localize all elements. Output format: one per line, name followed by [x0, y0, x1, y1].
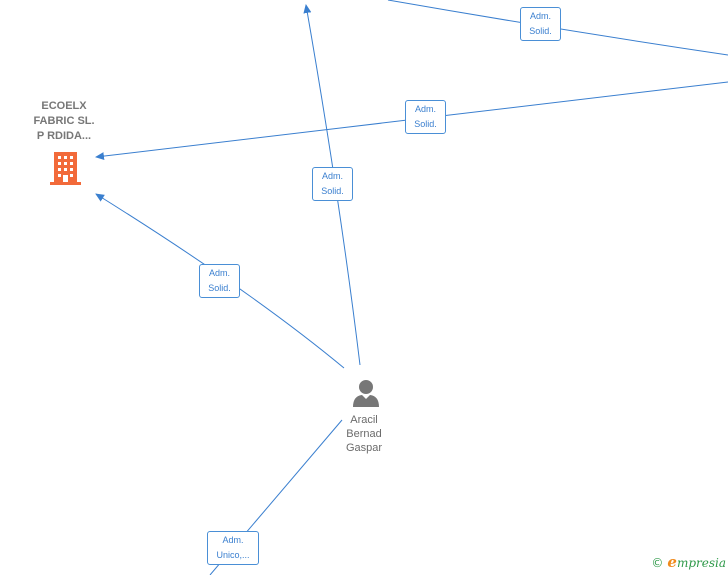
edge-label[interactable]: Adm. Solid. [312, 167, 353, 201]
edge-label-line: Solid. [414, 119, 437, 129]
edge-label[interactable]: Adm. Solid. [405, 100, 446, 134]
edge-label-line: Solid. [529, 26, 552, 36]
edge-label[interactable]: Adm. Solid. [199, 264, 240, 298]
person-name-line: Aracil [350, 414, 378, 426]
company-name-line: ECOELX [41, 100, 87, 112]
person-node-name[interactable]: Aracil Bernad Gaspar [330, 413, 398, 455]
company-name-line: FABRIC SL. [33, 115, 95, 127]
edge-label-line: Adm. [529, 11, 551, 21]
edge-label-line: Adm. [208, 268, 230, 278]
edge-label-line: Adm. [414, 104, 436, 114]
brand-initial: e [667, 553, 677, 571]
company-node-name[interactable]: ECOELX FABRIC SL. P RDIDA... [20, 99, 108, 144]
empresia-watermark: ©empresia [651, 553, 726, 571]
person-icon[interactable] [351, 378, 381, 408]
edge-label-line: Unico,... [216, 550, 250, 560]
edge-label[interactable]: Adm. Solid. [520, 7, 561, 41]
copyright-symbol: © [651, 556, 664, 570]
company-name-line: P RDIDA... [36, 130, 92, 142]
building-icon[interactable] [50, 151, 81, 185]
edge-label-line: Adm. [222, 535, 244, 545]
edge-label-line: Solid. [321, 186, 344, 196]
edge-label-line: Solid. [208, 283, 231, 293]
edge-label[interactable]: Adm. Unico,... [207, 531, 259, 565]
brand-name: mpresia [676, 556, 726, 570]
edge-label-line: Adm. [321, 171, 343, 181]
person-name-line: Bernad [346, 428, 382, 440]
person-name-line: Gaspar [345, 442, 383, 454]
